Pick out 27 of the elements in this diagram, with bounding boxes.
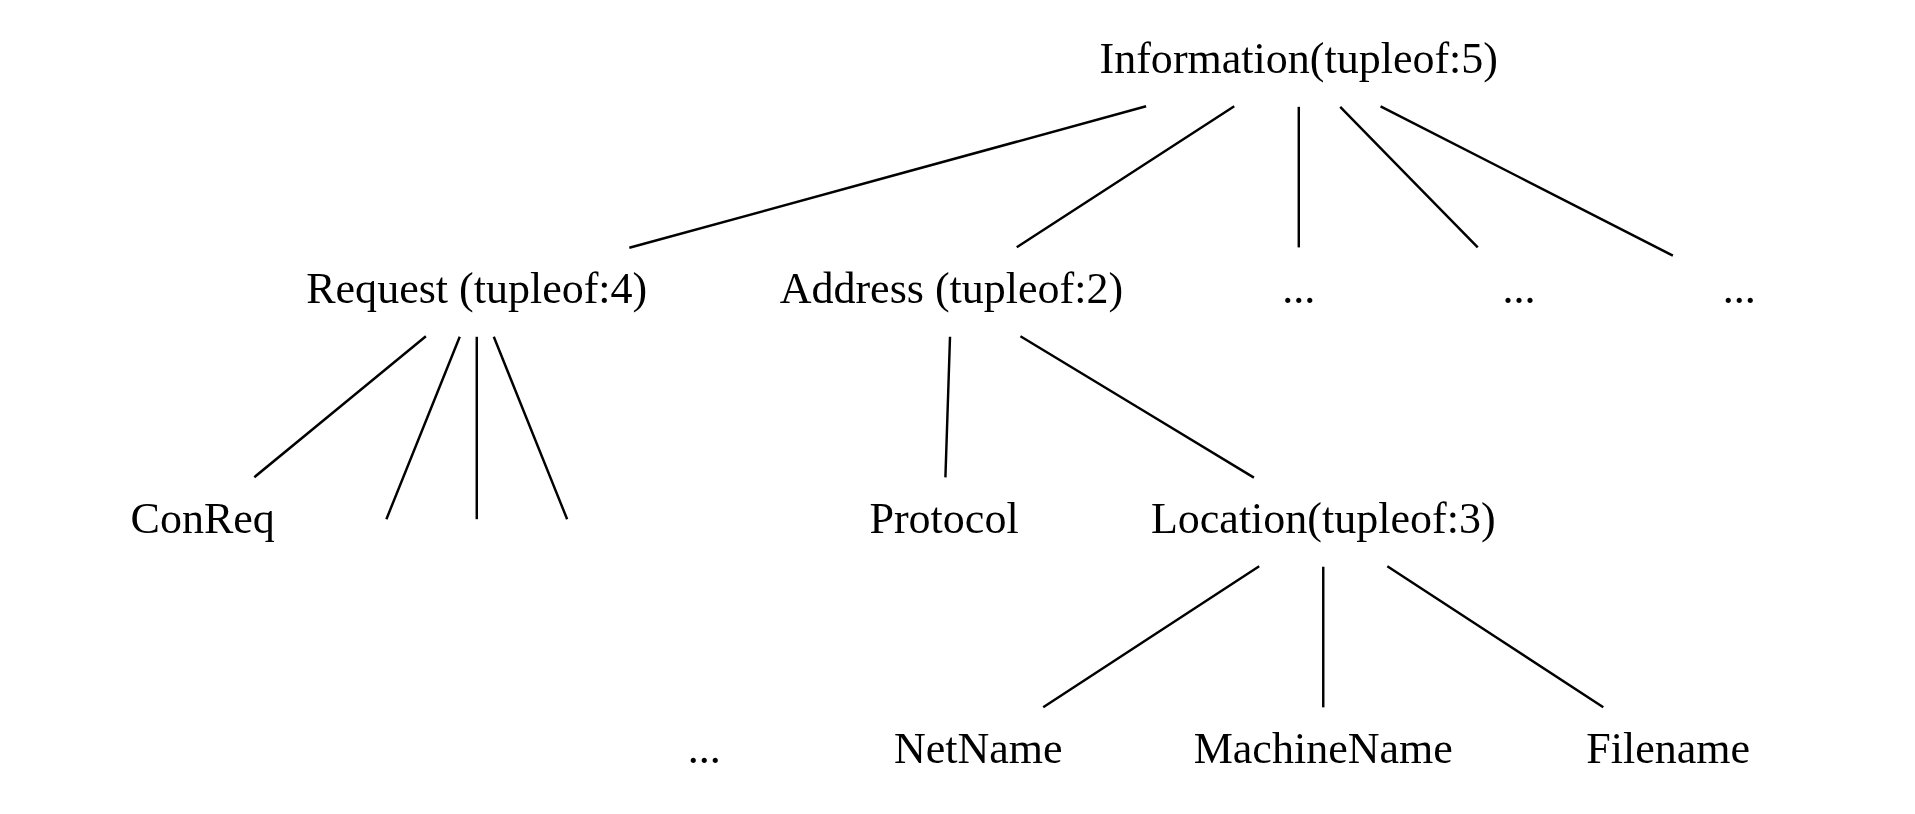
node-text: MachineName [1193,723,1453,773]
node-text: ... [1282,263,1316,313]
connector [1380,105,1674,257]
node-text: ... [1722,263,1756,313]
connector [944,336,952,478]
connector [475,336,478,520]
label: ... [687,723,721,773]
node-text: Request (tupleof:4) [306,263,648,313]
node-text: ConReq [130,493,275,543]
node-text: Address (tupleof:2) [779,263,1124,313]
connector [1339,105,1479,249]
node-text: ... [1502,263,1536,313]
node-text: Filename [1586,723,1751,773]
node-text: Information(tupleof:5) [1099,33,1499,83]
connector [253,335,427,479]
connector [492,336,569,520]
connector [1019,335,1255,479]
connector [1297,106,1300,248]
node-text: Location(tupleof:3) [1150,493,1496,543]
connector [385,336,461,520]
node-text: Protocol [869,493,1019,543]
connector [1042,565,1260,709]
connector [629,105,1147,249]
connector [1386,565,1604,709]
connector [1322,566,1325,708]
connector [1016,105,1235,249]
node-text: NetName [893,723,1063,773]
